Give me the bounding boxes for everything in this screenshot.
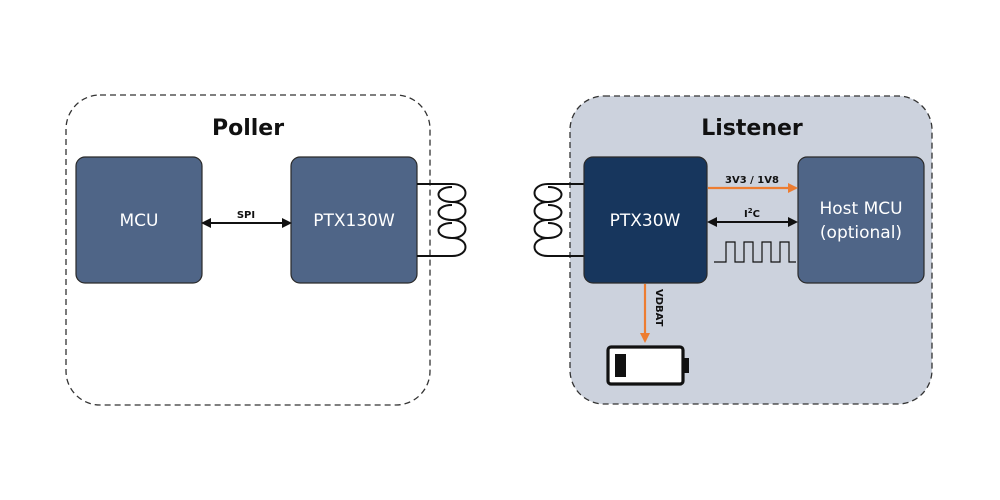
i2c-label-main: I: [744, 209, 748, 220]
host-mcu-block: [797, 156, 925, 284]
listener-group: Listener PTX30W Host MCU (optional) 3V3 …: [533, 95, 933, 405]
host-mcu-label-line1: Host MCU: [819, 199, 902, 219]
poller-title: Poller: [212, 116, 284, 141]
host-mcu-label-line2: (optional): [820, 223, 902, 243]
spi-label: SPI: [237, 210, 255, 221]
supply-label: 3V3 / 1V8: [725, 175, 779, 186]
vdbat-label: VDBAT: [653, 289, 664, 327]
ptx30w-label: PTX30W: [610, 211, 681, 231]
listener-coil-icon: [533, 183, 584, 257]
i2c-label: I2C: [744, 207, 760, 220]
poller-group: Poller MCU PTX130W SPI: [65, 94, 467, 406]
i2c-label-sup: 2: [748, 207, 753, 215]
i2c-label-tail: C: [753, 209, 760, 220]
battery-low-icon: [606, 345, 689, 386]
ptx130w-label: PTX130W: [313, 211, 395, 231]
clock-waveform-icon: [714, 241, 796, 263]
mcu-label: MCU: [120, 211, 159, 231]
listener-title: Listener: [701, 116, 803, 141]
poller-coil-icon: [417, 183, 467, 257]
